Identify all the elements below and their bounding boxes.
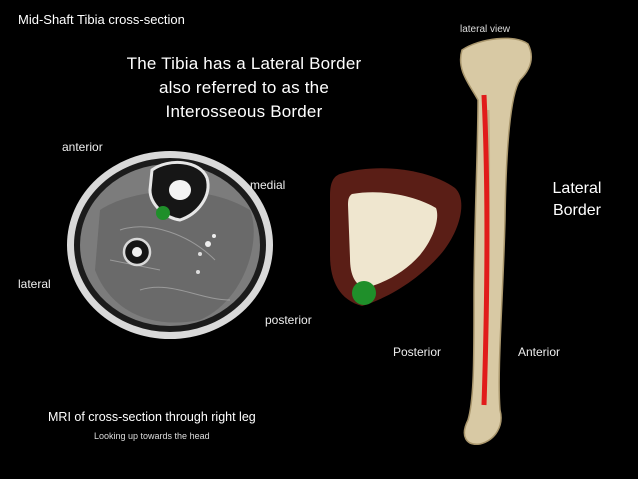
bone-label-anterior: Anterior	[518, 345, 561, 359]
mri-label-posterior: posterior	[265, 313, 312, 327]
mri-cross-section	[67, 151, 273, 339]
lateral-border-label: Lateral Border	[538, 178, 616, 222]
lateral-border-line	[481, 94, 490, 406]
tibia-bone-illustration	[459, 37, 532, 445]
headline-line-2: also referred to as the	[159, 78, 329, 97]
headline-line-1: The Tibia has a Lateral Border	[126, 54, 362, 73]
mri-label-medial: medial	[250, 178, 286, 192]
lateral-border-label-line-1: Lateral	[552, 180, 602, 197]
view-label: lateral view	[460, 24, 511, 35]
schematic-lateral-border-marker	[352, 281, 376, 305]
bone-label-posterior: Posterior	[393, 345, 442, 359]
schematic-cross-section	[330, 168, 462, 306]
mri-subcaption: Looking up towards the head	[94, 431, 210, 441]
headline-line-3: Interosseous Border	[165, 102, 323, 121]
mri-label-anterior: anterior	[62, 140, 103, 154]
headline: The Tibia has a Lateral Border also refe…	[96, 52, 392, 124]
mri-label-lateral: lateral	[18, 277, 51, 291]
lateral-border-label-line-2: Border	[552, 202, 602, 219]
mri-lateral-border-marker	[156, 206, 170, 220]
page-title: Mid-Shaft Tibia cross-section	[18, 12, 185, 27]
mri-caption: MRI of cross-section through right leg	[48, 410, 256, 424]
